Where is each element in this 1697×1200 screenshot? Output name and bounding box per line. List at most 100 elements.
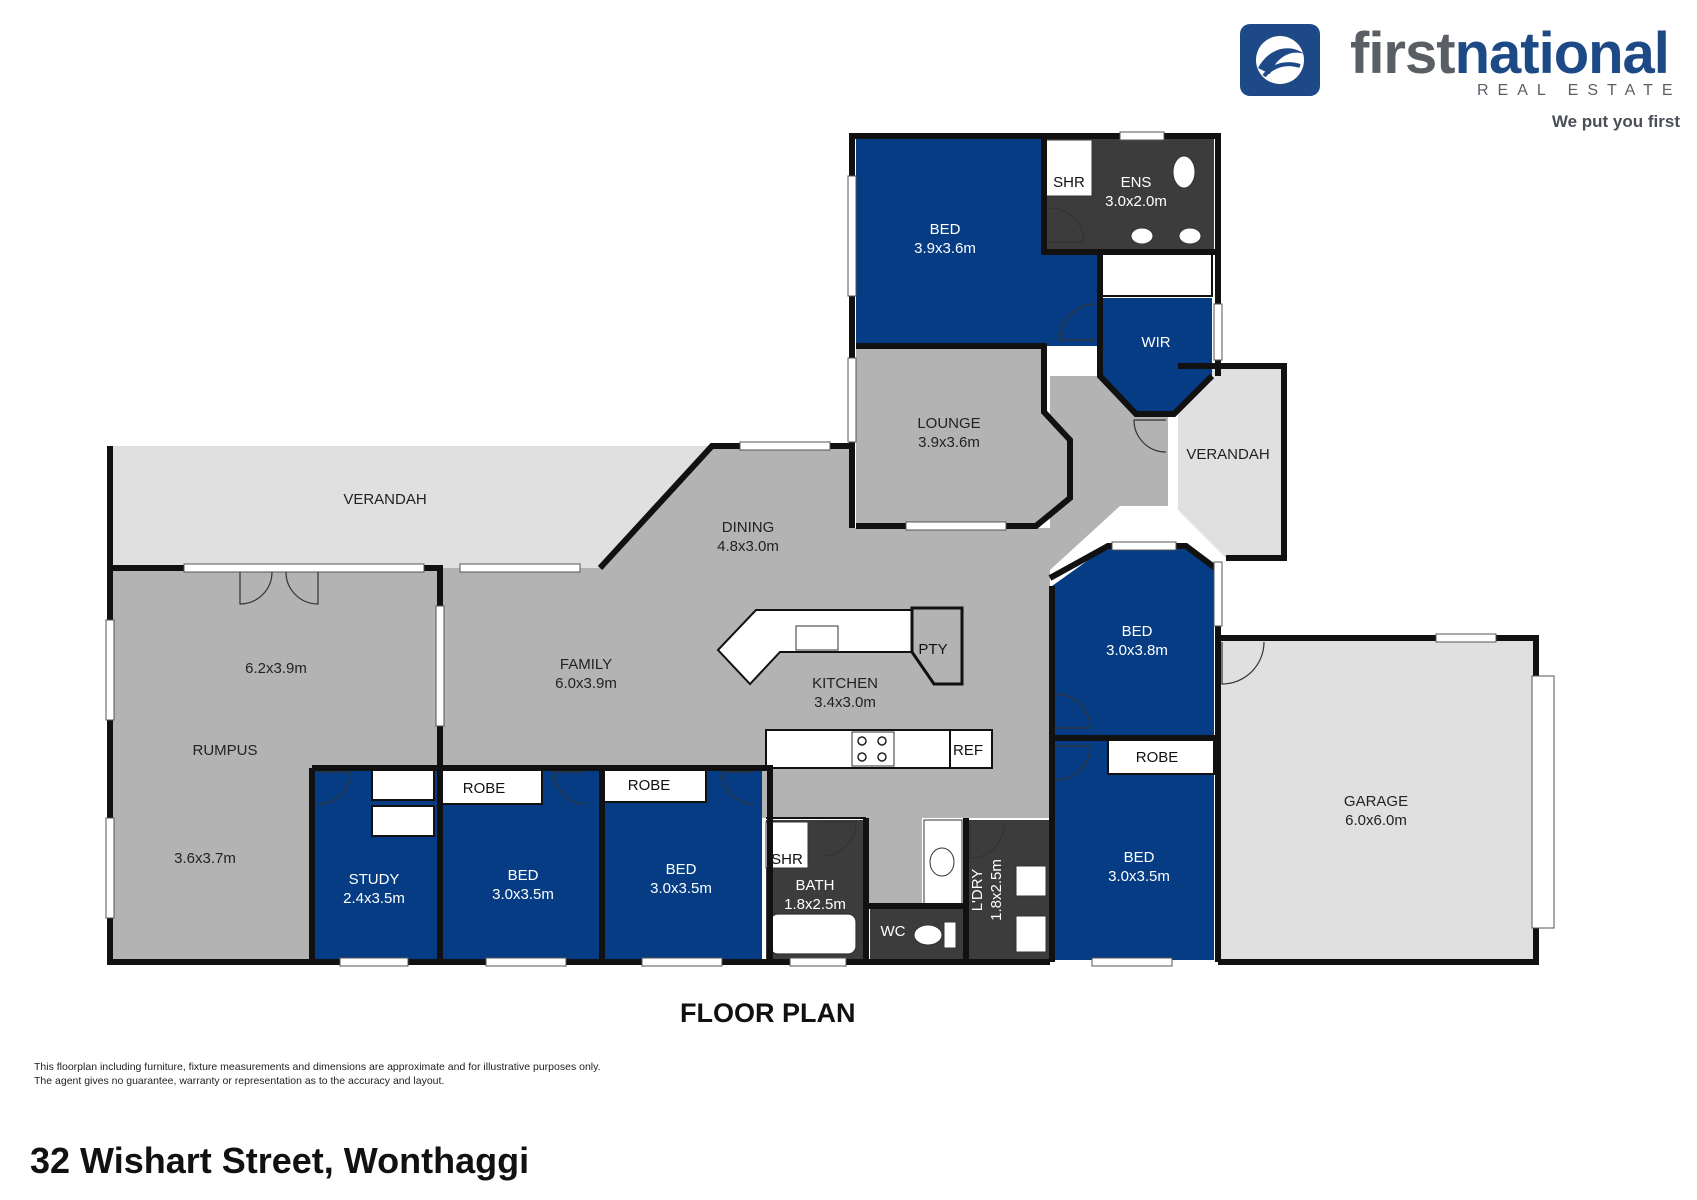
window-master-west [847, 175, 857, 297]
bathtub [769, 913, 857, 955]
burner-1-icon [857, 736, 867, 746]
brand-first: first [1350, 21, 1456, 86]
ens-basin-left-icon [1130, 227, 1154, 245]
size-rumpus-bottom: 3.6x3.7m [174, 850, 236, 867]
door-bath [821, 821, 857, 857]
door-bed4 [1055, 693, 1091, 729]
living-area [440, 376, 1168, 818]
window-bed4-north [1111, 541, 1177, 551]
window-bed5-south [1091, 957, 1173, 967]
bed-5-area [1052, 740, 1214, 960]
kitchen-sink [795, 625, 839, 651]
burner-4-icon [877, 752, 887, 762]
label-verandah-north: VERANDAH [343, 491, 426, 508]
size-kitchen: 3.4x3.0m [814, 694, 876, 711]
bed-4-area [1052, 546, 1214, 736]
study-linen-lower [371, 805, 435, 837]
wall-east-core [1048, 543, 1221, 962]
floor-plan-title: FLOOR PLAN [680, 998, 856, 1028]
size-bath: 1.8x2.5m [784, 896, 846, 913]
window-lounge-south [905, 521, 1007, 531]
ens-linen [1099, 253, 1213, 297]
label-bed-5: BED [1124, 849, 1155, 866]
window-study-south [339, 957, 409, 967]
window-bed2-south [485, 957, 567, 967]
door-master [1059, 303, 1097, 341]
label-bath: BATH [796, 877, 835, 894]
label-study: STUDY [349, 871, 400, 888]
robe-2 [441, 769, 543, 805]
size-bed-4: 3.0x3.8m [1106, 642, 1168, 659]
property-address: 32 Wishart Street, Wonthaggi [30, 1140, 530, 1181]
hallway-area [770, 768, 1050, 818]
size-study: 2.4x3.5m [343, 890, 405, 907]
window-family-west [435, 605, 445, 727]
size-ens: 3.0x2.0m [1105, 193, 1167, 210]
lounge-area [856, 346, 1070, 526]
door-ldry [969, 823, 1005, 859]
label-bed-3: BED [666, 861, 697, 878]
label-kitchen: KITCHEN [812, 675, 878, 692]
door-entry [1133, 419, 1167, 453]
label-robe-5: ROBE [1136, 749, 1179, 766]
disclaimer-line-1: This floorplan including furniture, fixt… [34, 1061, 601, 1073]
verandah-east-area [1178, 366, 1284, 558]
window-ens-north [1119, 131, 1165, 141]
ens-basin-right-icon [1178, 227, 1202, 245]
label-dining: DINING [722, 519, 775, 536]
label-lounge: LOUNGE [917, 415, 980, 432]
door-bed3 [721, 771, 755, 805]
size-garage: 6.0x6.0m [1345, 812, 1407, 829]
window-bath-south [789, 957, 847, 967]
label-ldry: L'DRY [969, 869, 986, 912]
rumpus-lower-area [110, 768, 310, 960]
label-wc: WC [881, 923, 906, 940]
cooktop [851, 731, 895, 767]
hallway-stub-area [866, 818, 922, 906]
window-family-north [459, 563, 581, 573]
ens-shower-area [1045, 139, 1093, 197]
size-rumpus-top: 6.2x3.9m [245, 660, 307, 677]
verandah-north-area [110, 446, 712, 568]
wall-lounge [856, 343, 1073, 529]
size-bed-2: 3.0x3.5m [492, 886, 554, 903]
window-rumpus-west [105, 619, 115, 721]
wall-master-wing [849, 133, 1221, 528]
label-ref: REF [953, 742, 983, 759]
brand-wordmark: firstnational [1350, 21, 1670, 86]
window-wir-east [1213, 303, 1223, 361]
brand-subtitle: REAL ESTATE [1477, 82, 1682, 99]
ldry-tub [1015, 865, 1047, 897]
burner-2-icon [877, 736, 887, 746]
door-bed5 [1055, 745, 1091, 781]
toilet-cistern-icon [943, 921, 957, 949]
size-family: 6.0x3.9m [555, 675, 617, 692]
study-linen-upper [371, 769, 435, 801]
pantry [910, 606, 964, 686]
window-rumpus-west-2 [105, 817, 115, 919]
label-pty: PTY [918, 641, 947, 658]
door-garage [1221, 641, 1265, 685]
size-lounge: 3.9x3.6m [918, 434, 980, 451]
window-rumpus-north [183, 563, 425, 573]
wall-north-verandah-rumpus [107, 446, 1050, 965]
wall-verandah-east-post [1178, 363, 1287, 561]
ldry-machine [1015, 915, 1047, 953]
brand-national: national [1454, 21, 1670, 86]
size-dining: 4.8x3.0m [717, 538, 779, 555]
disclaimer-line-2: The agent gives no guarantee, warranty o… [34, 1075, 445, 1087]
label-ens-shr: SHR [1053, 174, 1085, 191]
first-national-logo-icon [1240, 24, 1320, 96]
size-bed-5: 3.0x3.5m [1108, 868, 1170, 885]
size-ldry: 1.8x2.5m [988, 859, 1005, 921]
brand-logo: firstnational REAL ESTATE We put you fir… [1240, 22, 1680, 132]
label-rumpus: RUMPUS [192, 742, 257, 759]
window-garage-north [1435, 633, 1497, 643]
ref-space [949, 729, 993, 769]
burner-3-icon [857, 752, 867, 762]
bed-master-area [856, 138, 1100, 346]
size-bed-master: 3.9x3.6m [914, 240, 976, 257]
label-garage: GARAGE [1344, 793, 1408, 810]
wall-ens-master [1041, 136, 1218, 255]
